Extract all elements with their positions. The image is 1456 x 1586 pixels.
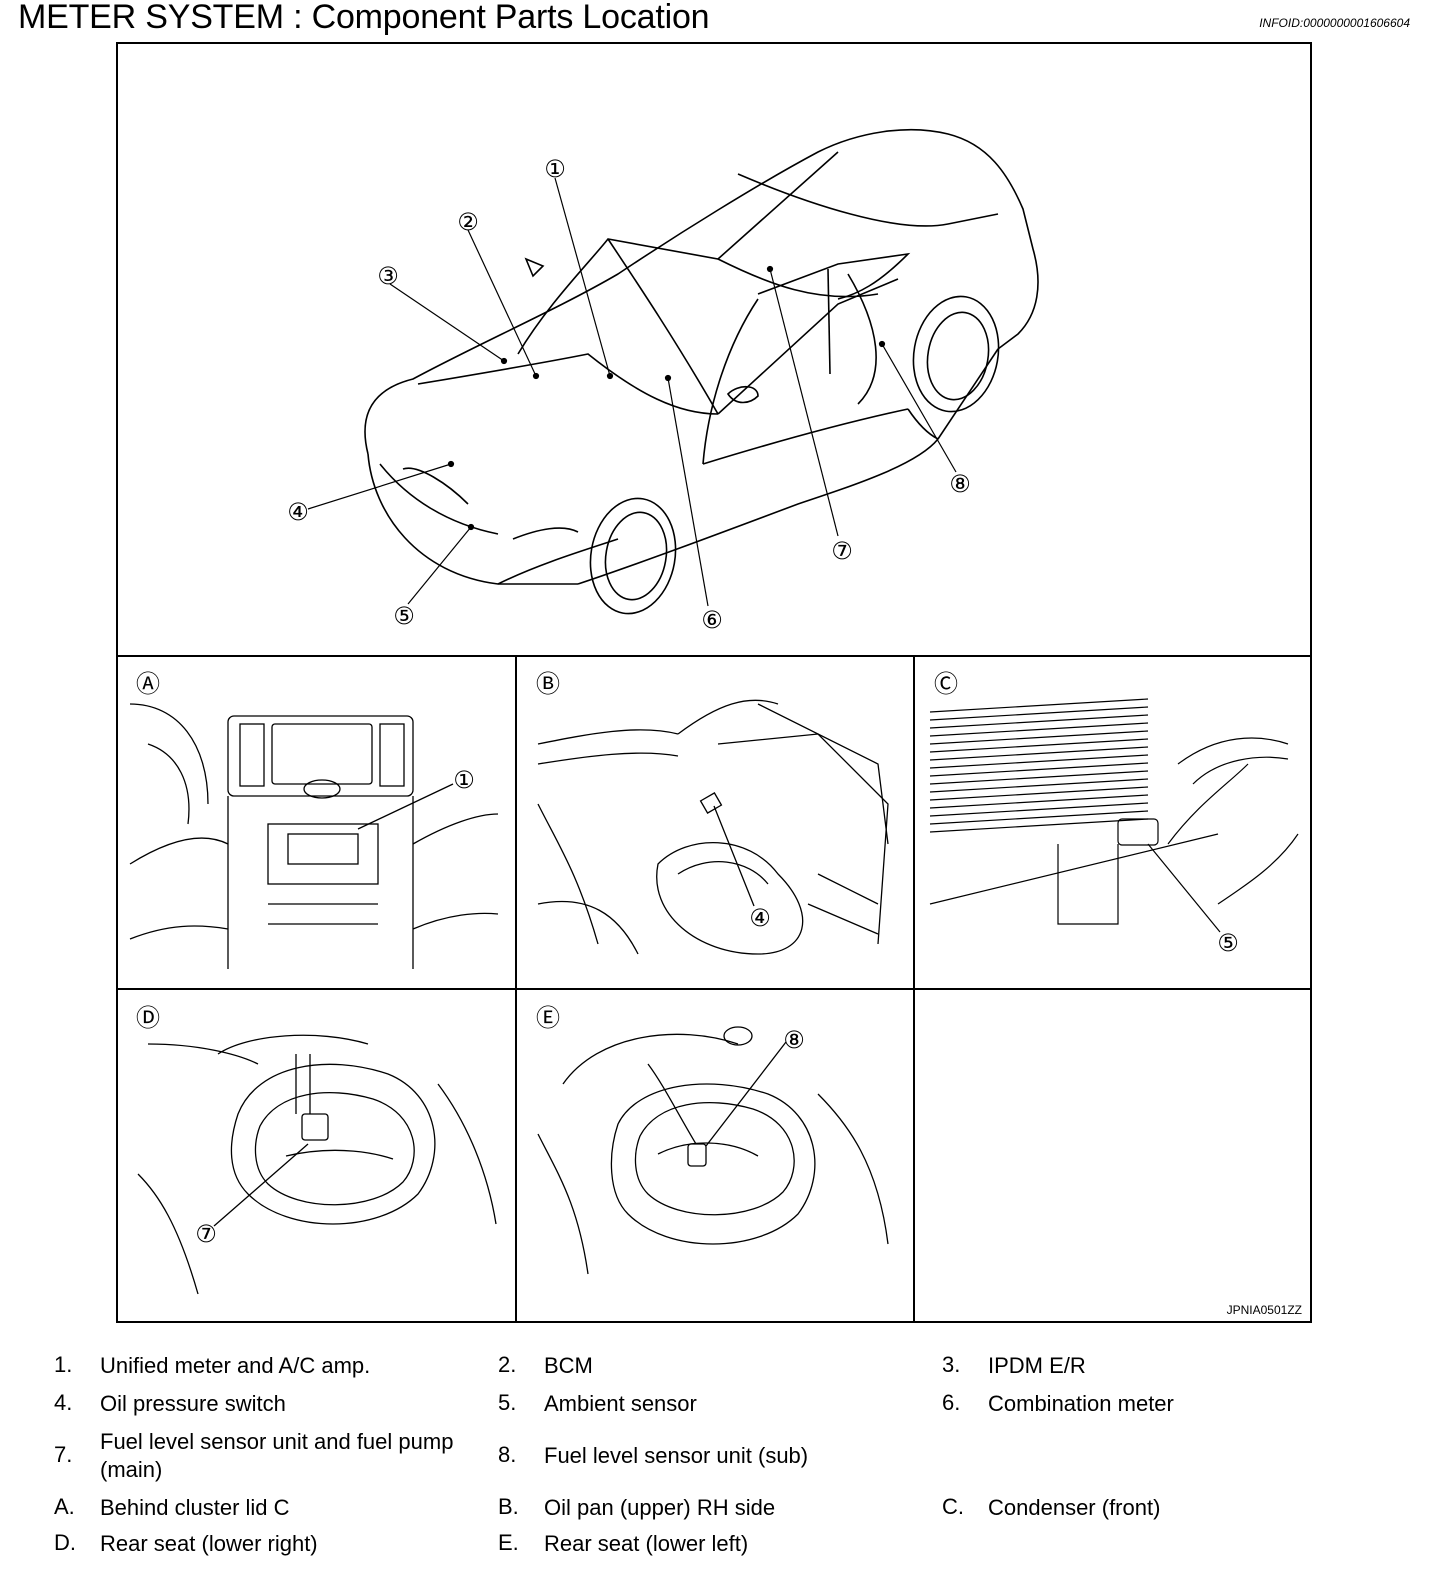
legend-text: IPDM E/R — [988, 1353, 1086, 1378]
legend-text: Behind cluster lid C — [100, 1495, 290, 1520]
legend-num: 3. — [942, 1352, 961, 1377]
legend-num: 5. — [498, 1390, 517, 1415]
legend-num: C. — [942, 1494, 964, 1519]
panel-d-drawing — [137, 1034, 497, 1295]
legend-num: 4. — [54, 1390, 73, 1415]
car-illustration — [364, 128, 1039, 615]
panel-label-b: Ⓑ — [536, 670, 560, 698]
legend-num: 6. — [942, 1390, 961, 1415]
legend-item: 4. Oil pressure switch — [54, 1390, 286, 1418]
legend-text: Condenser (front) — [988, 1495, 1161, 1520]
legend-item: D. Rear seat (lower right) — [54, 1530, 318, 1558]
callout-8: ⑧ — [949, 470, 971, 498]
legend-item: 6. Combination meter — [942, 1390, 1174, 1418]
panel-c-callout-5: ⑤ — [1217, 929, 1239, 957]
legend-num: 8. — [498, 1442, 517, 1467]
legend-item: 1. Unified meter and A/C amp. — [54, 1352, 370, 1380]
panel-label-a: Ⓐ — [136, 670, 160, 698]
legend-text: Fuel level sensor unit (sub) — [544, 1443, 809, 1468]
legend-text: Rear seat (lower left) — [544, 1531, 749, 1556]
legend-text: Fuel level sensor unit and fuel pump (ma… — [100, 1429, 454, 1482]
legend-text: Oil pressure switch — [100, 1391, 286, 1416]
info-id: INFOID:0000000001606604 — [1259, 16, 1410, 30]
legend-text: Unified meter and A/C amp. — [100, 1353, 371, 1378]
legend-item: A. Behind cluster lid C — [54, 1494, 290, 1522]
panel-b-drawing — [537, 699, 889, 955]
panel-b-callout-4: ④ — [749, 904, 771, 932]
page-title: METER SYSTEM : Component Parts Location — [18, 0, 710, 36]
callout-4: ④ — [287, 498, 309, 526]
legend-num: D. — [54, 1530, 76, 1555]
panel-e-callout-8: ⑧ — [783, 1026, 805, 1054]
legend-item: B. Oil pan (upper) RH side — [498, 1494, 775, 1522]
legend-num: 7. — [54, 1442, 73, 1467]
legend-num: A. — [54, 1494, 75, 1519]
panel-label-c: Ⓒ — [934, 670, 958, 698]
legend-text: Oil pan (upper) RH side — [544, 1495, 776, 1520]
callout-labels: ① ② ③ ④ ⑤ ⑥ ⑦ ⑧ Ⓐ Ⓑ Ⓒ Ⓓ Ⓔ ① ④ ⑤ ⑦ ⑧ — [136, 155, 1239, 1248]
component-location-figure: ① ② ③ ④ ⑤ ⑥ ⑦ ⑧ Ⓐ Ⓑ Ⓒ Ⓓ Ⓔ ① ④ ⑤ ⑦ ⑧ JPNI… — [116, 42, 1312, 1323]
legend-text: Ambient sensor — [544, 1391, 697, 1416]
legend-item: 7. Fuel level sensor unit and fuel pump (… — [54, 1428, 480, 1484]
legend-item: 3. IPDM E/R — [942, 1352, 1086, 1380]
legend-num: E. — [498, 1530, 519, 1555]
legend-text: Rear seat (lower right) — [100, 1531, 318, 1556]
legend-num: 2. — [498, 1352, 517, 1377]
panel-label-e: Ⓔ — [536, 1004, 560, 1032]
legend-item: 8. Fuel level sensor unit (sub) — [498, 1442, 808, 1470]
panel-label-d: Ⓓ — [136, 1004, 160, 1032]
panel-d-callout-7: ⑦ — [195, 1220, 217, 1248]
legend-item: C. Condenser (front) — [942, 1494, 1160, 1522]
callout-6: ⑥ — [701, 606, 723, 634]
callout-2: ② — [457, 208, 479, 236]
panel-e-drawing — [537, 1026, 889, 1275]
legend-item: 5. Ambient sensor — [498, 1390, 697, 1418]
callout-7: ⑦ — [831, 537, 853, 565]
legend-num: B. — [498, 1494, 519, 1519]
legend-text: BCM — [544, 1353, 593, 1378]
figure-drawing: ① ② ③ ④ ⑤ ⑥ ⑦ ⑧ Ⓐ Ⓑ Ⓒ Ⓓ Ⓔ ① ④ ⑤ ⑦ ⑧ — [118, 128, 1310, 1321]
panel-a-drawing — [129, 703, 499, 969]
car-leader-lines — [307, 177, 957, 607]
legend-text: Combination meter — [988, 1391, 1174, 1416]
callout-1: ① — [544, 155, 566, 183]
panel-c-drawing — [929, 698, 1299, 933]
legend-item: E. Rear seat (lower left) — [498, 1530, 748, 1558]
callout-5: ⑤ — [393, 602, 415, 630]
callout-3: ③ — [377, 262, 399, 290]
panel-a-callout-1: ① — [453, 766, 475, 794]
legend-num: 1. — [54, 1352, 73, 1377]
legend-item: 2. BCM — [498, 1352, 593, 1380]
figure-code: JPNIA0501ZZ — [1226, 1303, 1302, 1317]
